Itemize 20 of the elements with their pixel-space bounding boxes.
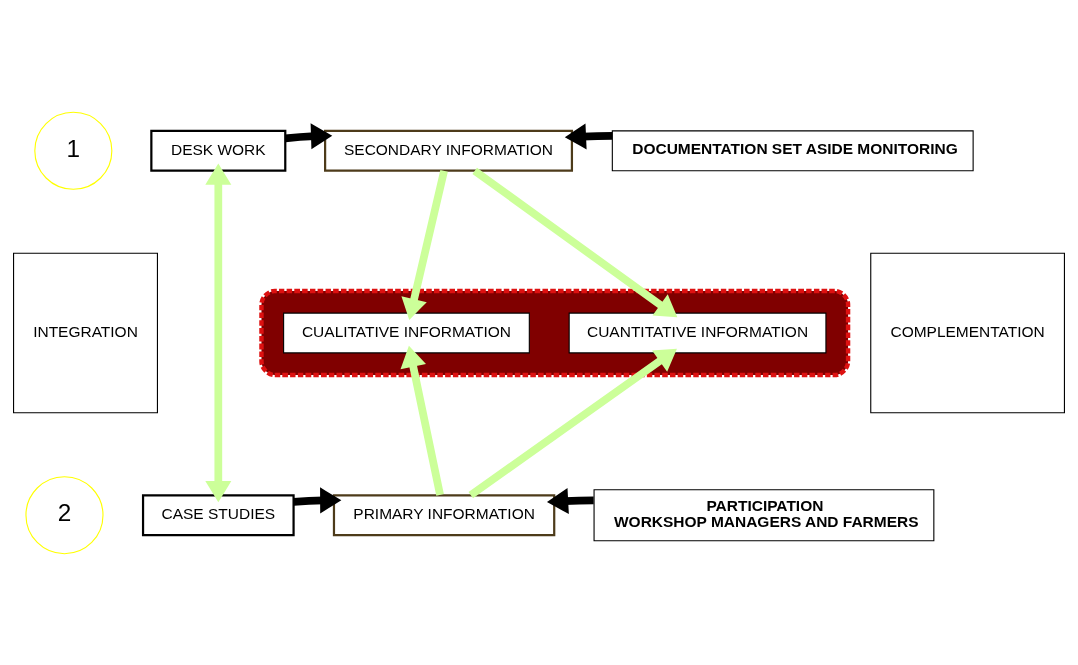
node-box: CUANTITATIVE INFORMATION	[568, 312, 827, 353]
arrow	[401, 169, 448, 320]
node-circle: 2	[25, 475, 104, 554]
node-box: CUALITATIVE INFORMATION	[283, 312, 530, 353]
node-box: INTEGRATION	[13, 252, 158, 413]
node-box: DESK WORK	[150, 129, 287, 172]
node-box: COMPLEMENTATION	[870, 252, 1065, 413]
node-box: CASE STUDIES	[141, 493, 295, 536]
arrow	[564, 122, 613, 149]
cluster	[259, 288, 851, 377]
node-box: SECONDARY INFORMATION	[324, 129, 574, 172]
arrow	[472, 167, 678, 317]
arrow	[400, 345, 444, 496]
node-box: DOCUMENTATION SET ASIDE MONITORING	[611, 129, 974, 171]
arrow	[205, 162, 232, 502]
node-box: PARTICIPATION WORKSHOP MANAGERS AND FARMERS	[593, 488, 935, 541]
arrow	[284, 122, 333, 149]
node-circle: 1	[34, 111, 113, 190]
arrow	[468, 348, 677, 498]
node-box: PRIMARY INFORMATION	[332, 493, 556, 536]
